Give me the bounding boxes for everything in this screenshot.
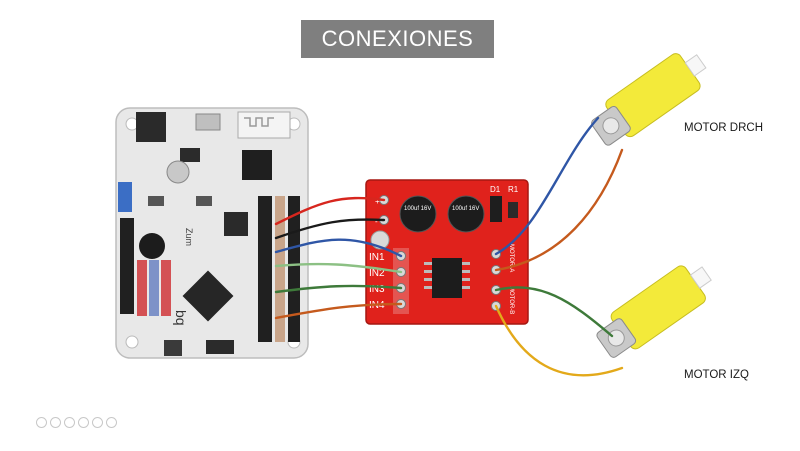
- buzzer: [139, 233, 165, 259]
- svg-text:100uf 16V: 100uf 16V: [404, 206, 431, 212]
- motor-left: [596, 265, 712, 358]
- wire-motor-right-blue: [494, 116, 600, 256]
- play-icon[interactable]: [50, 417, 61, 428]
- capacitor-2: 100uf 16V: [447, 195, 485, 233]
- wire-motor-left-green: [494, 286, 614, 338]
- blue-connector: [118, 182, 132, 212]
- wire-red: [274, 196, 386, 226]
- next-icon[interactable]: [64, 417, 75, 428]
- slide-title: CONEXIONES: [321, 26, 474, 51]
- driver-ic: [432, 258, 462, 298]
- in1-label: IN1: [369, 252, 385, 263]
- slide-player-controls[interactable]: [36, 417, 117, 428]
- wire-motor-left-yellow: [494, 304, 624, 377]
- motor-left-label: MOTOR IZQ: [684, 369, 749, 381]
- in3-label: IN3: [369, 284, 385, 295]
- prev-icon[interactable]: [36, 417, 47, 428]
- svg-text:100uf 16V: 100uf 16V: [452, 206, 479, 212]
- board-model: Zum: [184, 228, 194, 246]
- bluetooth-module: [237, 111, 291, 139]
- wires: [274, 116, 624, 377]
- chip: [242, 150, 272, 180]
- in2-label: IN2: [369, 268, 385, 279]
- wire-black: [274, 218, 386, 240]
- zoom-icon[interactable]: [92, 417, 103, 428]
- power-jack: [136, 112, 166, 142]
- motor-b-label: MOTOR-B: [508, 286, 514, 314]
- wire-motor-right-orange: [494, 148, 624, 272]
- motor-a-label: MOTOR-A: [508, 244, 514, 272]
- more-icon[interactable]: [106, 417, 117, 428]
- usb-connector: [195, 113, 221, 131]
- capacitor-1: 100uf 16V: [399, 195, 437, 233]
- diode: [490, 196, 502, 222]
- board-brand: bq: [173, 310, 189, 326]
- power-plus-label: +: [375, 197, 380, 206]
- power-minus-label: -: [375, 217, 378, 226]
- motor-right-label: MOTOR DRCH: [684, 122, 764, 134]
- motor-driver-board: + - 100uf 16V 100uf 16V D1 R1: [365, 179, 529, 325]
- controller-board: bq Zum: [115, 107, 309, 359]
- wire-lightgreen-in2: [274, 262, 403, 274]
- diode-label: D1: [490, 185, 501, 194]
- pen-icon[interactable]: [78, 417, 89, 428]
- right-pin-headers: [258, 196, 300, 342]
- title-banner: CONEXIONES: [301, 20, 494, 58]
- motor-right: [591, 53, 707, 146]
- resistor-label: R1: [508, 185, 519, 194]
- wire-blue-in1: [274, 238, 403, 258]
- left-pin-headers: [120, 218, 171, 316]
- wire-darkgreen-in3: [274, 284, 403, 294]
- wire-orange-in4: [274, 302, 403, 320]
